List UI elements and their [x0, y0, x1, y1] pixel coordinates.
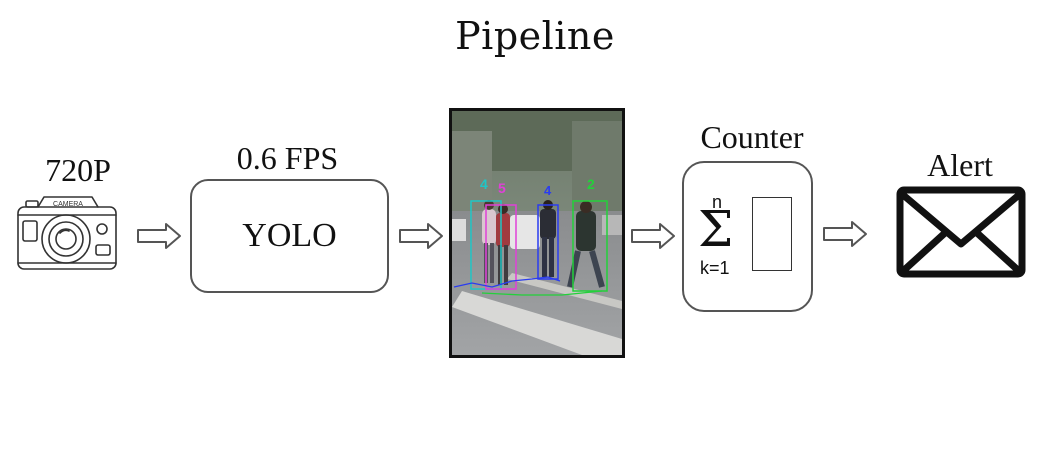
track-id-label: 5	[498, 180, 506, 196]
flow-arrow-4	[823, 221, 867, 247]
camera-brand-text: CAMERA	[53, 201, 83, 208]
camera-resolution-label: 720P	[45, 152, 111, 188]
flow-arrow-3	[631, 223, 675, 249]
flow-arrow-1	[137, 223, 181, 249]
track-id-label: 4	[480, 176, 488, 192]
alert-label: Alert	[927, 147, 993, 183]
sum-upper-limit: n	[712, 192, 723, 212]
sum-lower-limit: k=1	[700, 258, 730, 278]
count-display-rect	[752, 197, 792, 271]
summation-symbol: Σ	[698, 200, 734, 258]
flow-arrow-2	[399, 223, 443, 249]
yolo-detector-box: YOLO	[190, 179, 389, 293]
camera-icon: CAMERA	[17, 196, 117, 270]
yolo-label: YOLO	[242, 217, 337, 254]
counter-box	[682, 161, 813, 312]
envelope-icon	[896, 186, 1026, 278]
track-id-label: 2	[587, 176, 595, 192]
detector-fps-label: 0.6 FPS	[236, 140, 339, 176]
pedestrian-detection-frame: 4 5 4 2	[449, 108, 625, 358]
counter-label: Counter	[700, 119, 804, 155]
page-title: Pipeline	[455, 14, 615, 58]
track-id-label: 4	[544, 183, 552, 198]
